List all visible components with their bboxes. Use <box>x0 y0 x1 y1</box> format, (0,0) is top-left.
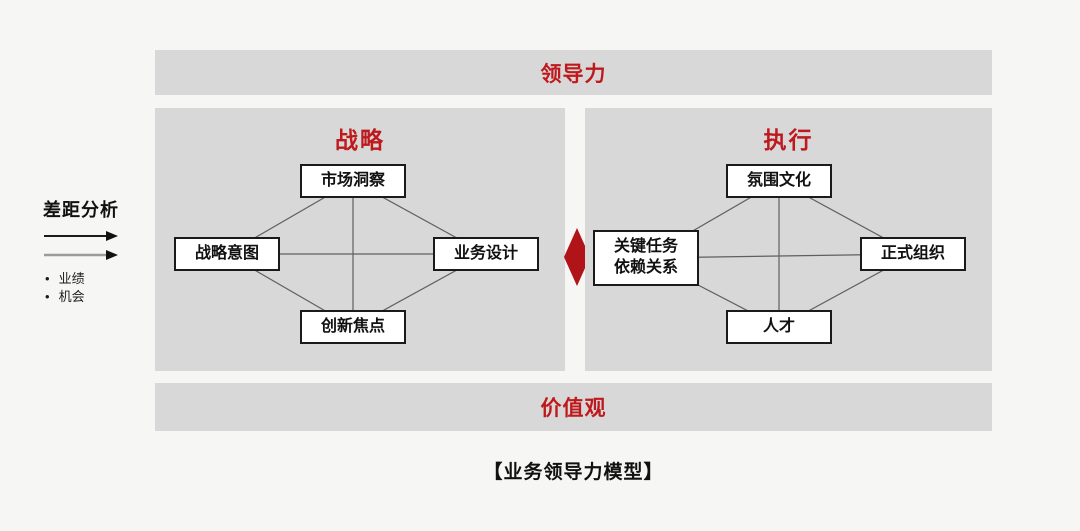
gap-analysis-title: 差距分析 <box>43 200 119 220</box>
node-talent-label: 人才 <box>762 317 795 335</box>
gap-bullet-performance: • 业绩 <box>45 270 85 288</box>
values-label: 价值观 <box>540 397 607 420</box>
node-atmosphere-culture-label: 氛围文化 <box>746 171 811 189</box>
leadership-bar: 领导力 <box>155 50 992 95</box>
gap-bullet-performance-label: 业绩 <box>58 271 85 286</box>
diagram-caption: 【业务领导力模型】 <box>483 462 664 483</box>
node-talent: 人才 <box>726 310 832 344</box>
bullet-dot-icon: • <box>45 289 50 304</box>
node-innovation-focus-label: 创新焦点 <box>320 317 385 335</box>
node-strategic-intent-label: 战略意图 <box>194 244 259 262</box>
arrow-right-icon <box>44 231 118 241</box>
node-innovation-focus: 创新焦点 <box>300 310 406 344</box>
gap-analysis-arrows <box>44 231 118 260</box>
node-key-tasks-label: 关键任务 依赖关系 <box>613 238 678 276</box>
gap-analysis-bullet-list: • 业绩 • 机会 <box>45 270 85 306</box>
strategy-panel: 战略 市场洞察 战略意图 业务设计 创新焦点 <box>155 108 565 371</box>
values-bar: 价值观 <box>155 383 992 431</box>
strategy-panel-title: 战略 <box>335 127 385 153</box>
node-atmosphere-culture: 氛围文化 <box>726 164 832 198</box>
node-market-insight-label: 市场洞察 <box>320 171 385 189</box>
gap-bullet-opportunity: • 机会 <box>45 288 85 306</box>
node-strategic-intent: 战略意图 <box>174 237 280 271</box>
node-formal-organization: 正式组织 <box>860 237 966 271</box>
execution-panel-title: 执行 <box>763 127 814 153</box>
node-formal-organization-label: 正式组织 <box>880 244 945 262</box>
arrow-right-icon <box>44 250 118 260</box>
gap-analysis: 差距分析 • 业绩 • 机会 <box>43 196 153 304</box>
node-business-design: 业务设计 <box>433 237 539 271</box>
node-key-tasks: 关键任务 依赖关系 <box>593 230 699 286</box>
leadership-label: 领导力 <box>540 62 607 86</box>
node-business-design-label: 业务设计 <box>453 244 518 262</box>
execution-panel: 执行 氛围文化 关键任务 依赖关系 正式组织 人才 <box>585 108 992 371</box>
node-market-insight: 市场洞察 <box>300 164 406 198</box>
gap-bullet-opportunity-label: 机会 <box>58 289 85 304</box>
bullet-dot-icon: • <box>45 271 50 286</box>
